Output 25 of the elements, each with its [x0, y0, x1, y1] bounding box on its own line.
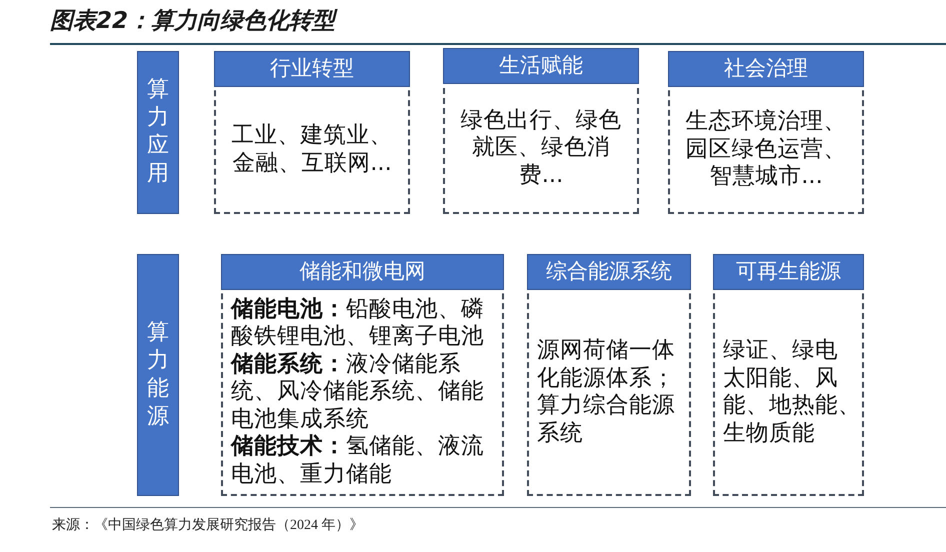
header-bar: 储能和微电网 — [221, 254, 504, 290]
body-text: 生态环境治理、园区绿色运营、智慧城市... — [684, 108, 848, 191]
body-text: 工业、建筑业、金融、互联网... — [230, 122, 394, 177]
dashed-panel — [443, 48, 639, 214]
dashed-panel — [527, 254, 691, 496]
dashed-panel — [221, 254, 504, 496]
row-label-bar: 算力应用 — [137, 51, 179, 214]
caption: 来源：《中国绿色算力发展研究报告（2024 年）》 — [52, 516, 364, 535]
header-bar: 生活赋能 — [443, 48, 639, 84]
header-bar: 可再生能源 — [713, 254, 864, 290]
body-text: 储能系统：液冷储能系统、风冷储能系统、储能电池集成系统 — [231, 350, 485, 434]
title: 图表22：算力向绿色化转型 — [50, 5, 336, 37]
body-text: 绿证、绿电 — [723, 337, 839, 364]
body-text: 太阳能、风能、地热能、生物质能 — [723, 364, 861, 447]
header-bar: 社会治理 — [668, 51, 864, 87]
dashed-panel — [214, 51, 410, 214]
dashed-panel — [668, 51, 864, 214]
body-text: 储能电池：铅酸电池、磷酸铁锂电池、锂离子电池 — [231, 296, 485, 351]
header-bar: 行业转型 — [214, 51, 410, 87]
body-text: 源网荷储一体化能源体系；算力综合能源系统 — [537, 337, 676, 447]
body-text: 储能技术：氢储能、液流电池、重力储能 — [231, 433, 485, 488]
header-bar: 综合能源系统 — [527, 254, 691, 290]
dashed-panel — [713, 254, 864, 496]
body-text: 绿色出行、绿色就医、绿色消费... — [460, 106, 622, 190]
row-label-bar: 算力能源 — [137, 254, 179, 496]
